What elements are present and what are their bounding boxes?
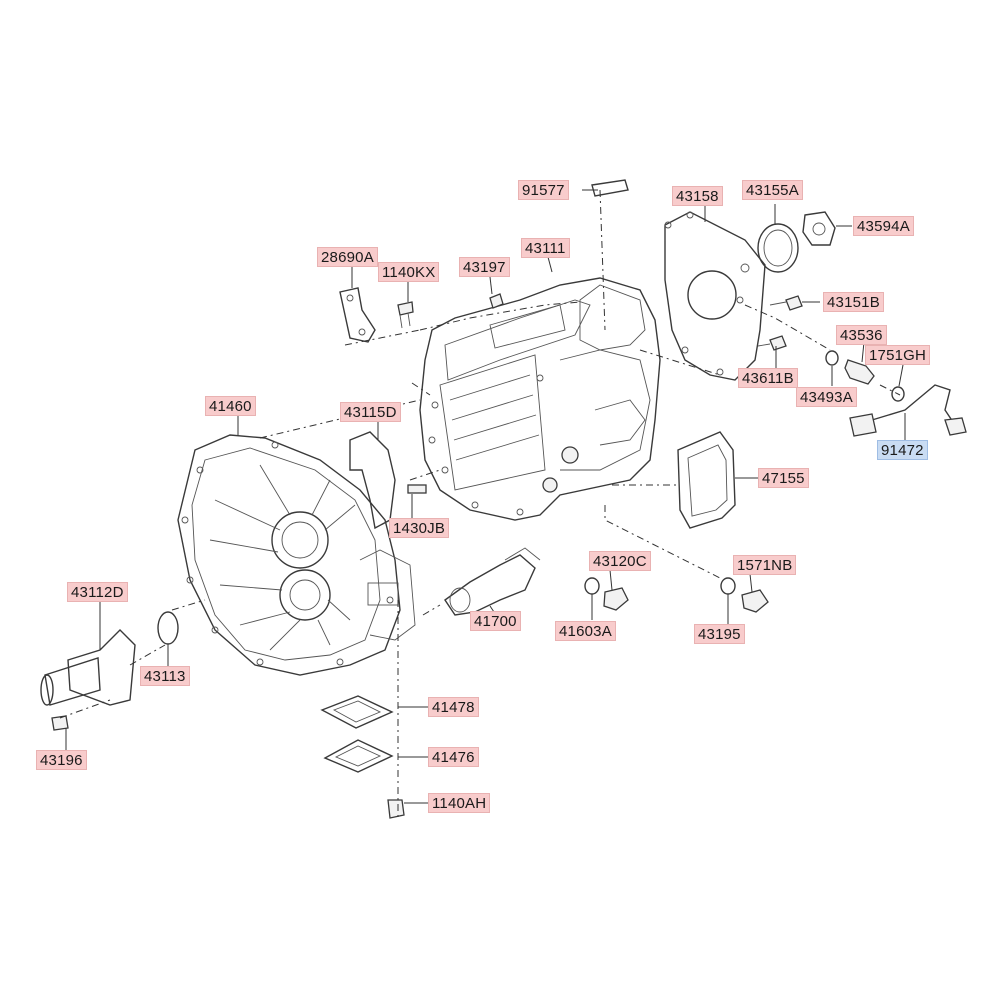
- part-label-41603A[interactable]: 41603A: [555, 621, 616, 641]
- retainer-plate: [802, 211, 836, 246]
- part-label-41460[interactable]: 41460: [205, 396, 256, 416]
- part-label-43120C[interactable]: 43120C: [589, 551, 651, 571]
- part-label-28690A[interactable]: 28690A: [317, 247, 378, 267]
- part-label-43611B[interactable]: 43611B: [738, 368, 798, 388]
- part-label-43594A[interactable]: 43594A: [853, 216, 914, 236]
- part-label-1140KX[interactable]: 1140KX: [378, 262, 440, 282]
- part-label-43111[interactable]: 43111: [521, 238, 570, 258]
- part-label-1140AH[interactable]: 1140AH: [428, 793, 491, 813]
- oil-seal: [757, 223, 799, 273]
- part-label-1430JB[interactable]: 1430JB: [389, 518, 450, 538]
- part-label-43536[interactable]: 43536: [836, 325, 887, 345]
- part-label-43113[interactable]: 43113: [140, 666, 190, 686]
- transmission-case: [419, 277, 661, 521]
- gasket-upper: [320, 695, 394, 729]
- part-label-41476[interactable]: 41476: [428, 747, 479, 767]
- part-label-43493A[interactable]: 43493A: [796, 387, 857, 407]
- bearing-retainer: [40, 629, 136, 706]
- part-label-43115D[interactable]: 43115D: [340, 402, 401, 422]
- part-label-91472[interactable]: 91472: [877, 440, 928, 460]
- part-label-43112D[interactable]: 43112D: [67, 582, 128, 602]
- part-label-43155A[interactable]: 43155A: [742, 180, 803, 200]
- part-label-43195[interactable]: 43195: [694, 624, 745, 644]
- part-label-41478[interactable]: 41478: [428, 697, 479, 717]
- part-label-1751GH[interactable]: 1751GH: [865, 345, 931, 365]
- gasket-lower: [323, 739, 394, 773]
- part-label-43197[interactable]: 43197: [459, 257, 510, 277]
- part-label-43196[interactable]: 43196: [36, 750, 87, 770]
- inspection-cover: [677, 431, 736, 529]
- part-label-41700[interactable]: 41700: [470, 611, 521, 631]
- mounting-bracket: [339, 287, 376, 343]
- part-label-47155[interactable]: 47155: [758, 468, 809, 488]
- clutch-actuator: [444, 547, 541, 616]
- part-label-43151B[interactable]: 43151B: [823, 292, 884, 312]
- rear-cover-plate: [664, 211, 766, 381]
- gasket: [349, 431, 396, 530]
- part-label-43158[interactable]: 43158: [672, 186, 723, 206]
- part-label-91577[interactable]: 91577: [518, 180, 569, 200]
- wire-bracket: [591, 179, 629, 197]
- clutch-housing: [177, 434, 416, 676]
- part-label-1571NB[interactable]: 1571NB: [733, 555, 797, 575]
